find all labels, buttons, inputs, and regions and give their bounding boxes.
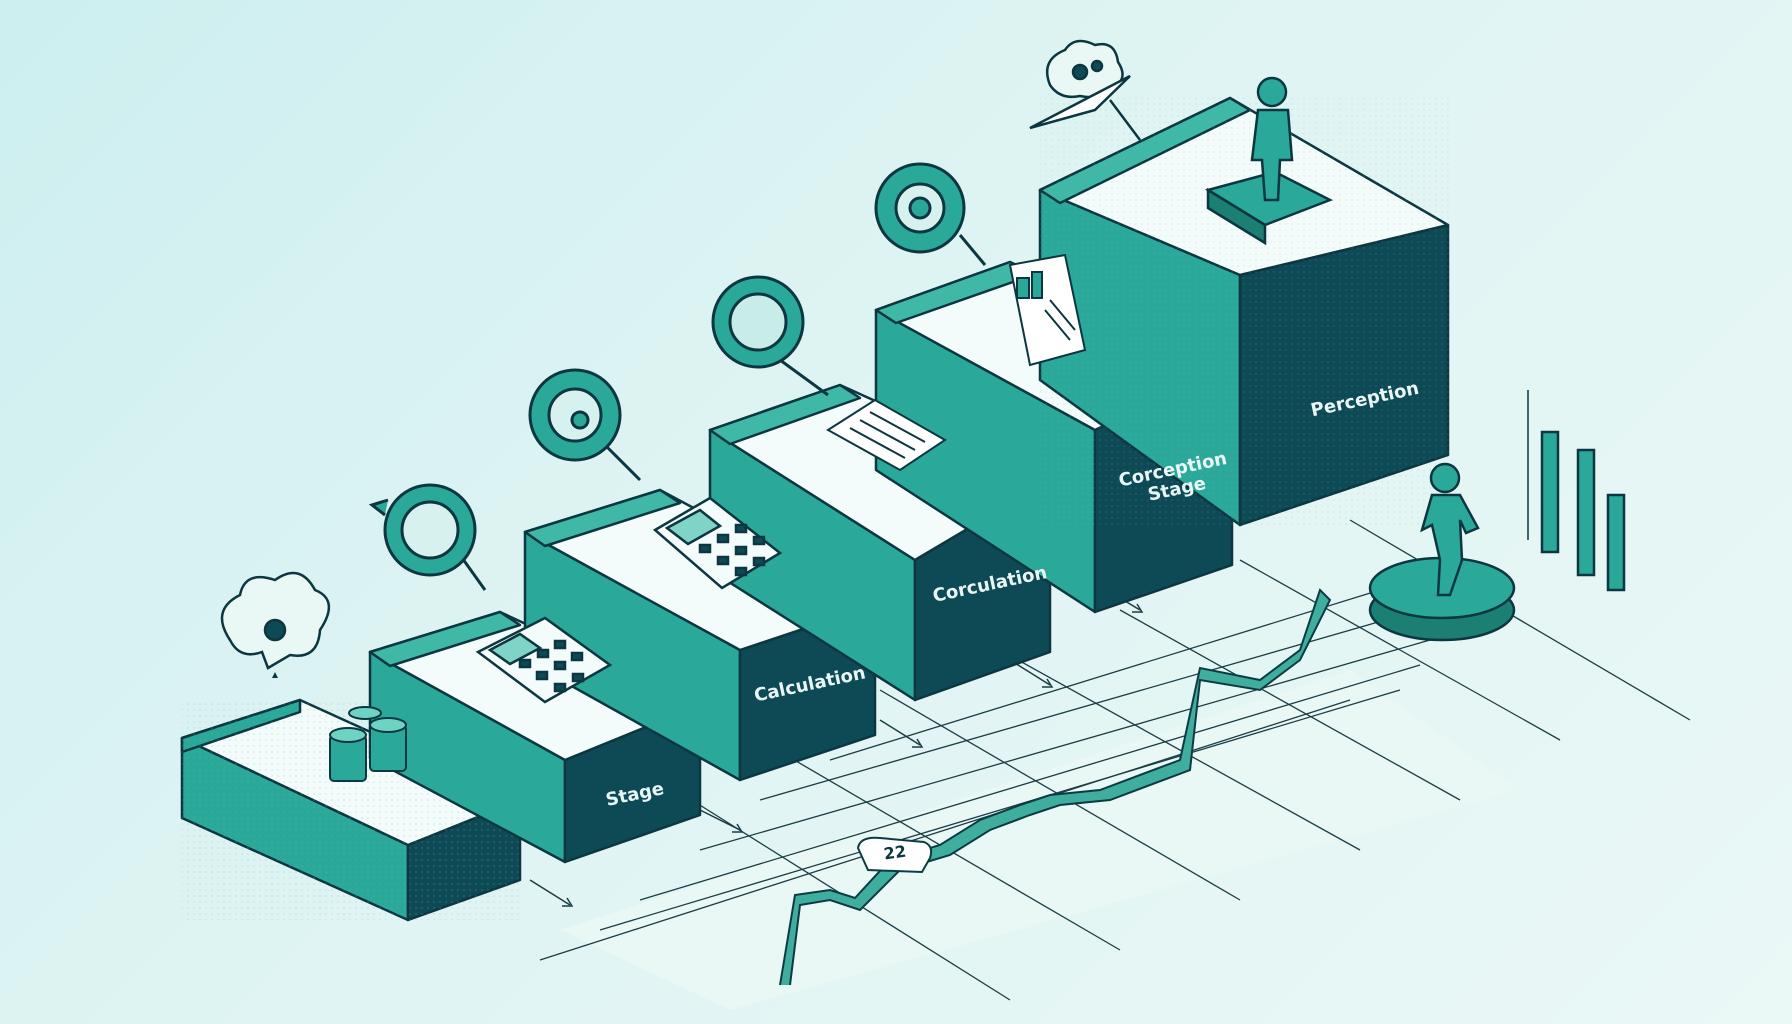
magnifier-icon-1 [368,483,487,591]
calculator-icon-1 [475,616,613,704]
number-badge [856,836,933,874]
pointer-arrow-icon [1029,74,1141,141]
sparkle-icon [272,672,278,678]
thought-cloud-top-icon [1045,39,1124,99]
bar-chart-icon [1527,390,1626,592]
calculator-icon-2 [652,496,783,590]
magnifier-icon-2 [528,368,642,482]
coin-stack-icon [329,706,407,782]
trend-line-graph [779,588,1332,986]
thought-cloud-icon [220,571,330,670]
magnifier-icon-3 [711,275,829,397]
document-icon-1 [826,398,947,472]
magnifier-icon-4 [874,162,987,266]
person-figure-pedestal [1368,462,1516,642]
person-figure-top [1204,76,1334,246]
report-document-icon [1008,253,1087,367]
grid-floor [539,519,1691,1010]
stage-block-6 [1038,95,1450,527]
